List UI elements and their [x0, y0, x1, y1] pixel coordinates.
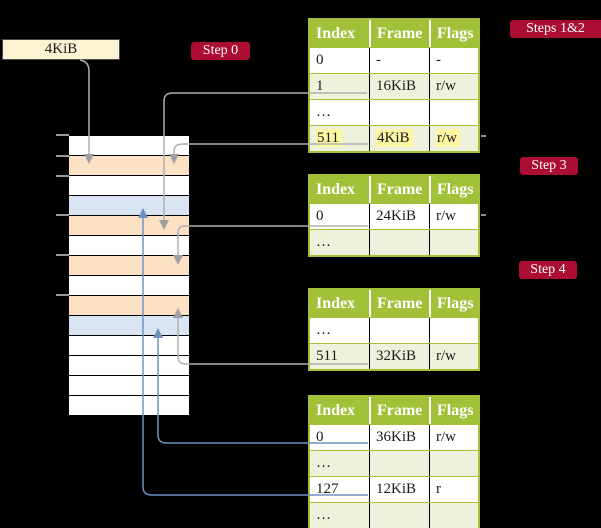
cell-frame: 24KiB	[369, 204, 429, 229]
table-row: 511 32KiB r/w	[310, 343, 478, 369]
cell-index: …	[316, 322, 331, 338]
memory-frame-blue	[69, 196, 189, 216]
frame-size-box: 4KiB	[2, 39, 120, 60]
cell-index: …	[316, 507, 331, 523]
cell-flags: r/w	[429, 204, 478, 229]
step0-label: Step 0	[191, 42, 250, 60]
cell-frame: -	[369, 48, 429, 73]
header-index: Index	[316, 25, 356, 42]
cell-index: 1	[316, 78, 324, 94]
cell-frame: 32KiB	[369, 344, 429, 369]
memory-frame-blue	[69, 316, 189, 336]
header-flags: Flags	[429, 176, 478, 203]
memory-frame-orange	[69, 216, 189, 236]
header-flags: Flags	[429, 397, 478, 424]
page-table-3: Index Frame Flags … 511 32KiB r/w	[308, 288, 480, 371]
step3-label: Step 3	[520, 157, 578, 175]
header-frame: Frame	[369, 397, 429, 424]
row-pointer-stub	[481, 214, 486, 216]
cell-frame: 36KiB	[369, 425, 429, 450]
page-table-2: Index Frame Flags 0 24KiB r/w …	[308, 174, 480, 257]
frame-size-label: 4KiB	[44, 41, 78, 57]
cell-frame	[369, 318, 429, 343]
steps-1-2-label: Steps 1&2	[510, 20, 601, 38]
table-header-row: Index Frame Flags	[310, 397, 478, 424]
highlighted-value: r/w	[436, 129, 460, 147]
cell-index: 0	[316, 208, 324, 224]
cell-frame: 16KiB	[369, 74, 429, 99]
cell-flags	[429, 100, 478, 125]
memory-frame-orange	[69, 296, 189, 316]
memory-frame-free	[69, 176, 189, 196]
memory-frame-free	[69, 356, 189, 376]
table-row: 0 36KiB r/w	[310, 424, 478, 450]
header-frame: Frame	[369, 290, 429, 317]
cell-flags	[429, 230, 478, 255]
memory-frame-free	[69, 136, 189, 156]
cell-frame	[369, 451, 429, 476]
cell-flags	[429, 451, 478, 476]
cell-frame	[369, 230, 429, 255]
header-index: Index	[316, 402, 356, 419]
cell-frame: 12KiB	[369, 477, 429, 502]
table-row: …	[310, 450, 478, 476]
memory-frame-free	[69, 396, 189, 415]
memory-frame-free	[69, 236, 189, 256]
table-row: …	[310, 317, 478, 343]
memory-frame-free	[69, 276, 189, 296]
memory-frame-free	[69, 376, 189, 396]
cell-frame	[369, 503, 429, 528]
cell-index: …	[316, 455, 331, 471]
cell-flags: r/w	[429, 74, 478, 99]
cell-index: …	[316, 104, 331, 120]
page-table-4: Index Frame Flags 0 36KiB r/w … 127 12Ki…	[308, 395, 480, 528]
cell-flags: r/w	[429, 126, 478, 151]
cell-index: 511	[310, 126, 369, 151]
page-table-1: Index Frame Flags 0 - - 1 16KiB r/w … 51…	[308, 18, 480, 153]
table-header-row: Index Frame Flags	[310, 290, 478, 317]
header-frame: Frame	[369, 176, 429, 203]
memory-frame-free	[69, 336, 189, 356]
step4-label: Step 4	[519, 261, 577, 279]
highlighted-value: 4KiB	[376, 129, 413, 147]
table-header-row: Index Frame Flags	[310, 20, 478, 47]
cell-flags	[429, 503, 478, 528]
table-row: …	[310, 502, 478, 528]
table-row: 127 12KiB r	[310, 476, 478, 502]
cell-flags: r/w	[429, 425, 478, 450]
table-row: …	[310, 229, 478, 255]
memory-frame-orange	[69, 256, 189, 276]
table-row: …	[310, 99, 478, 125]
cell-index: 127	[316, 481, 339, 497]
cell-index: …	[316, 234, 331, 250]
cell-index: 0	[316, 429, 324, 445]
memory-frame-orange	[69, 156, 189, 176]
table-row: 0 - -	[310, 47, 478, 73]
cell-flags: -	[429, 48, 478, 73]
table-row: 1 16KiB r/w	[310, 73, 478, 99]
row-pointer-stub	[481, 135, 486, 137]
header-index: Index	[316, 295, 356, 312]
cell-index: 0	[316, 52, 324, 68]
cell-flags: r/w	[429, 344, 478, 369]
table-row: 0 24KiB r/w	[310, 203, 478, 229]
table-header-row: Index Frame Flags	[310, 176, 478, 203]
header-flags: Flags	[429, 290, 478, 317]
cell-flags	[429, 318, 478, 343]
highlighted-value: 511	[316, 129, 342, 147]
cell-frame	[369, 100, 429, 125]
row-pointer-stubs	[481, 135, 486, 216]
cell-flags: r	[429, 477, 478, 502]
cell-frame: 4KiB	[369, 126, 429, 151]
header-frame: Frame	[369, 20, 429, 47]
header-flags: Flags	[429, 20, 478, 47]
table-row-highlighted: 511 4KiB r/w	[310, 125, 478, 151]
memory-column	[68, 135, 190, 416]
cell-index: 511	[316, 348, 338, 364]
header-index: Index	[316, 181, 356, 198]
